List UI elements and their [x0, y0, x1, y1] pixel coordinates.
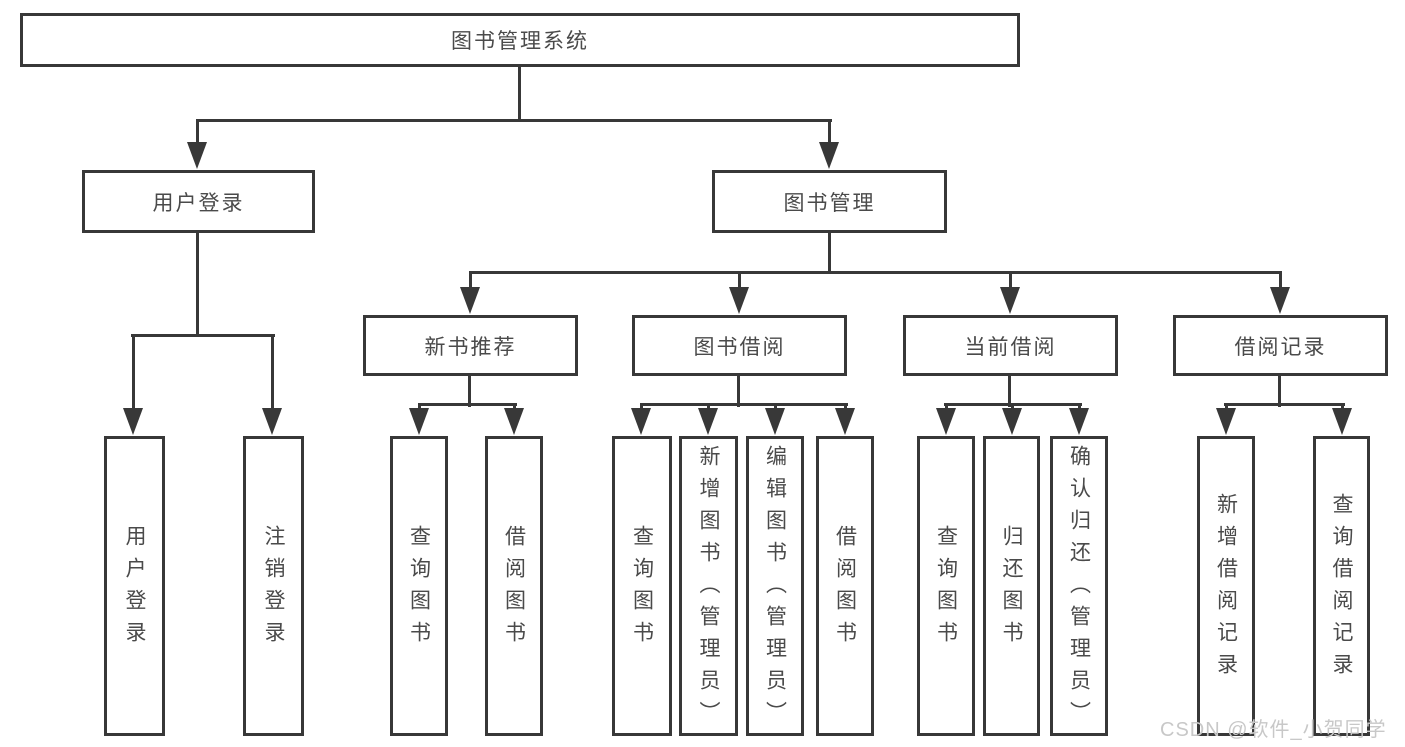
- connector-arrow-stub: [707, 403, 710, 412]
- connector-arrow-stub: [1225, 403, 1228, 412]
- leaf-add-book-admin: 新增图书（管理员）: [679, 436, 738, 736]
- node-new-book-recommend: 新书推荐: [363, 315, 578, 376]
- connector-arrow-stub: [132, 334, 135, 412]
- arrowhead-icon: [631, 408, 651, 435]
- arrowhead-icon: [1332, 408, 1352, 435]
- arrowhead-icon: [409, 408, 429, 435]
- connector-arrow-stub: [1078, 403, 1081, 412]
- connector-horizontal-line: [640, 403, 848, 406]
- arrowhead-icon: [1069, 408, 1089, 435]
- connector-horizontal-line: [1224, 403, 1345, 406]
- connector-horizontal-line: [131, 334, 275, 337]
- leaf-query-books-3: 查询图书: [917, 436, 975, 736]
- connector-vertical-line: [1008, 373, 1011, 407]
- connector-vertical-line: [196, 230, 199, 337]
- connector-arrow-stub: [1341, 403, 1344, 412]
- leaf-return-books: 归还图书: [983, 436, 1040, 736]
- leaf-query-borrow-record: 查询借阅记录: [1313, 436, 1370, 736]
- arrowhead-icon: [698, 408, 718, 435]
- node-book-management: 图书管理: [712, 170, 947, 233]
- connector-vertical-line: [737, 373, 740, 407]
- connector-arrow-stub: [196, 119, 199, 146]
- arrowhead-icon: [1270, 287, 1290, 314]
- node-user-login: 用户登录: [82, 170, 315, 233]
- connector-arrow-stub: [774, 403, 777, 412]
- connector-horizontal-line: [469, 271, 1282, 274]
- connector-vertical-line: [468, 373, 471, 407]
- connector-vertical-line: [828, 230, 831, 274]
- arrowhead-icon: [1002, 408, 1022, 435]
- arrowhead-icon: [504, 408, 524, 435]
- leaf-logout: 注销登录: [243, 436, 304, 736]
- arrowhead-icon: [262, 408, 282, 435]
- arrowhead-icon: [187, 142, 207, 169]
- connector-arrow-stub: [844, 403, 847, 412]
- leaf-add-borrow-record: 新增借阅记录: [1197, 436, 1255, 736]
- leaf-edit-book-admin: 编辑图书（管理员）: [746, 436, 804, 736]
- node-current-borrowing: 当前借阅: [903, 315, 1118, 376]
- connector-arrow-stub: [640, 403, 643, 412]
- leaf-borrow-books-1: 借阅图书: [485, 436, 543, 736]
- arrowhead-icon: [819, 142, 839, 169]
- connector-arrow-stub: [828, 119, 831, 146]
- connector-arrow-stub: [1009, 271, 1012, 291]
- node-borrowing-records: 借阅记录: [1173, 315, 1388, 376]
- connector-horizontal-line: [418, 403, 517, 406]
- arrowhead-icon: [765, 408, 785, 435]
- connector-arrow-stub: [945, 403, 948, 412]
- connector-arrow-stub: [418, 403, 421, 412]
- arrowhead-icon: [936, 408, 956, 435]
- connector-arrow-stub: [1011, 403, 1014, 412]
- arrowhead-icon: [123, 408, 143, 435]
- connector-arrow-stub: [738, 271, 741, 291]
- leaf-borrow-books-2: 借阅图书: [816, 436, 874, 736]
- arrowhead-icon: [835, 408, 855, 435]
- connector-arrow-stub: [1279, 271, 1282, 291]
- leaf-user-login: 用户登录: [104, 436, 165, 736]
- connector-arrow-stub: [469, 271, 472, 291]
- leaf-query-books-2: 查询图书: [612, 436, 672, 736]
- csdn-watermark: CSDN @软件_小贺同学: [1160, 719, 1387, 741]
- connector-arrow-stub: [513, 403, 516, 412]
- connector-horizontal-line: [196, 119, 832, 122]
- node-book-borrowing: 图书借阅: [632, 315, 847, 376]
- arrowhead-icon: [1000, 287, 1020, 314]
- connector-arrow-stub: [271, 334, 274, 412]
- leaf-query-books-1: 查询图书: [390, 436, 448, 736]
- connector-vertical-line: [518, 64, 521, 122]
- arrowhead-icon: [729, 287, 749, 314]
- leaf-confirm-return-admin: 确认归还（管理员）: [1050, 436, 1108, 736]
- arrowhead-icon: [1216, 408, 1236, 435]
- node-library-management-system: 图书管理系统: [20, 13, 1020, 67]
- connector-vertical-line: [1278, 373, 1281, 407]
- arrowhead-icon: [460, 287, 480, 314]
